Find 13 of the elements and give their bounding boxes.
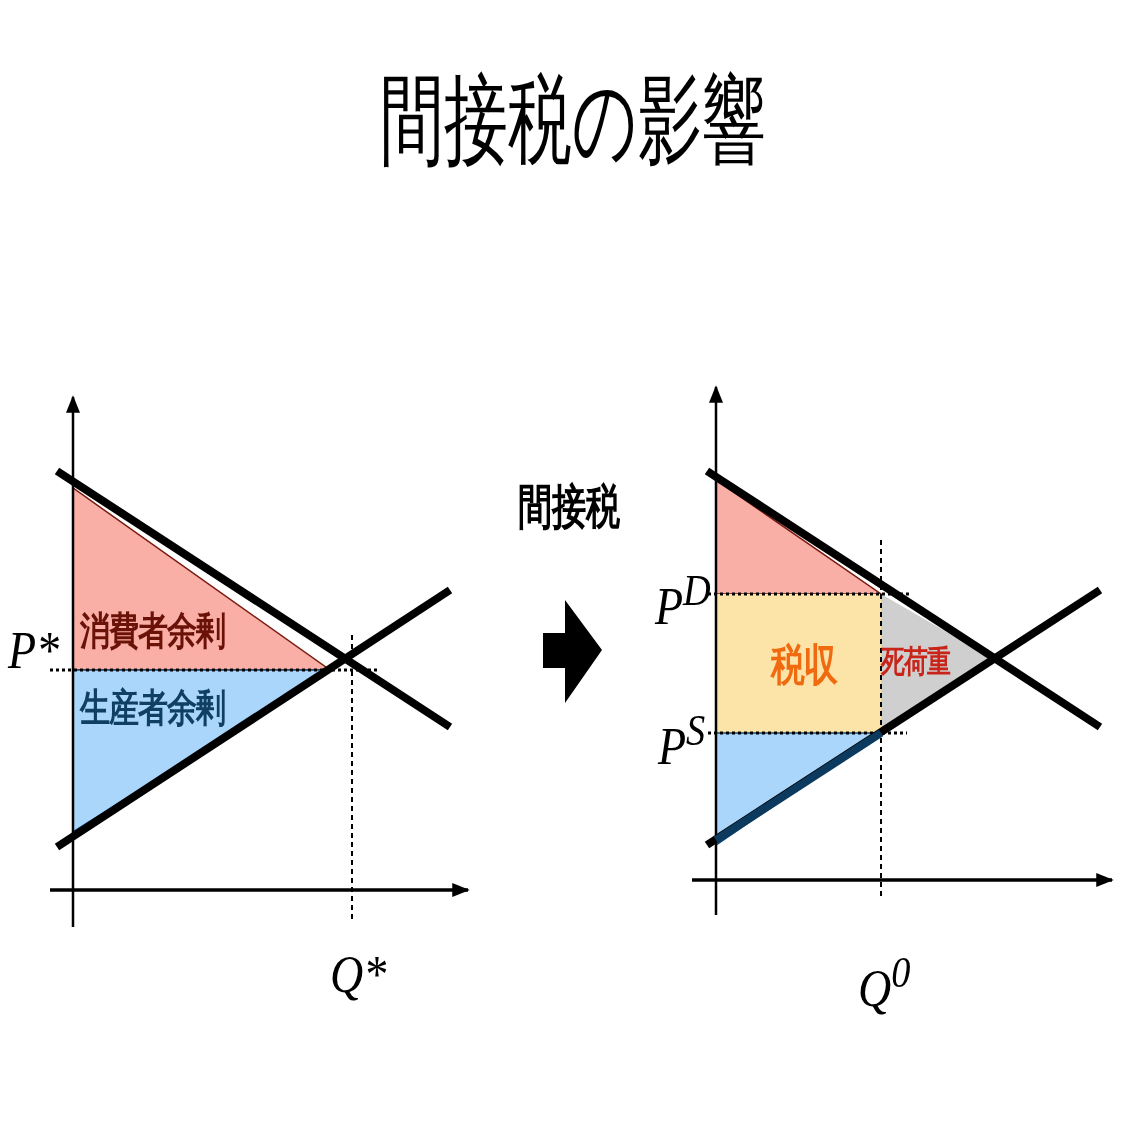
shaded-triangle [716, 480, 881, 594]
area-label: 生産者余剰 [80, 688, 225, 727]
axis-label: P$^{S}$ [658, 708, 706, 773]
shaded-rectangle [716, 594, 881, 733]
axis-label: Q$^{0}$ [858, 950, 911, 1015]
arrow-label: 間接税 [518, 482, 620, 530]
title: 間接税の影響 [380, 70, 766, 170]
area-label: 消費者余剰 [80, 611, 225, 650]
axis-label: Q* [330, 948, 387, 1001]
axis-label: P$^{D}$ [655, 568, 711, 633]
area-label: 税収 [771, 642, 837, 687]
area-label: 死荷重 [881, 646, 950, 678]
axis-label: P* [8, 624, 60, 677]
